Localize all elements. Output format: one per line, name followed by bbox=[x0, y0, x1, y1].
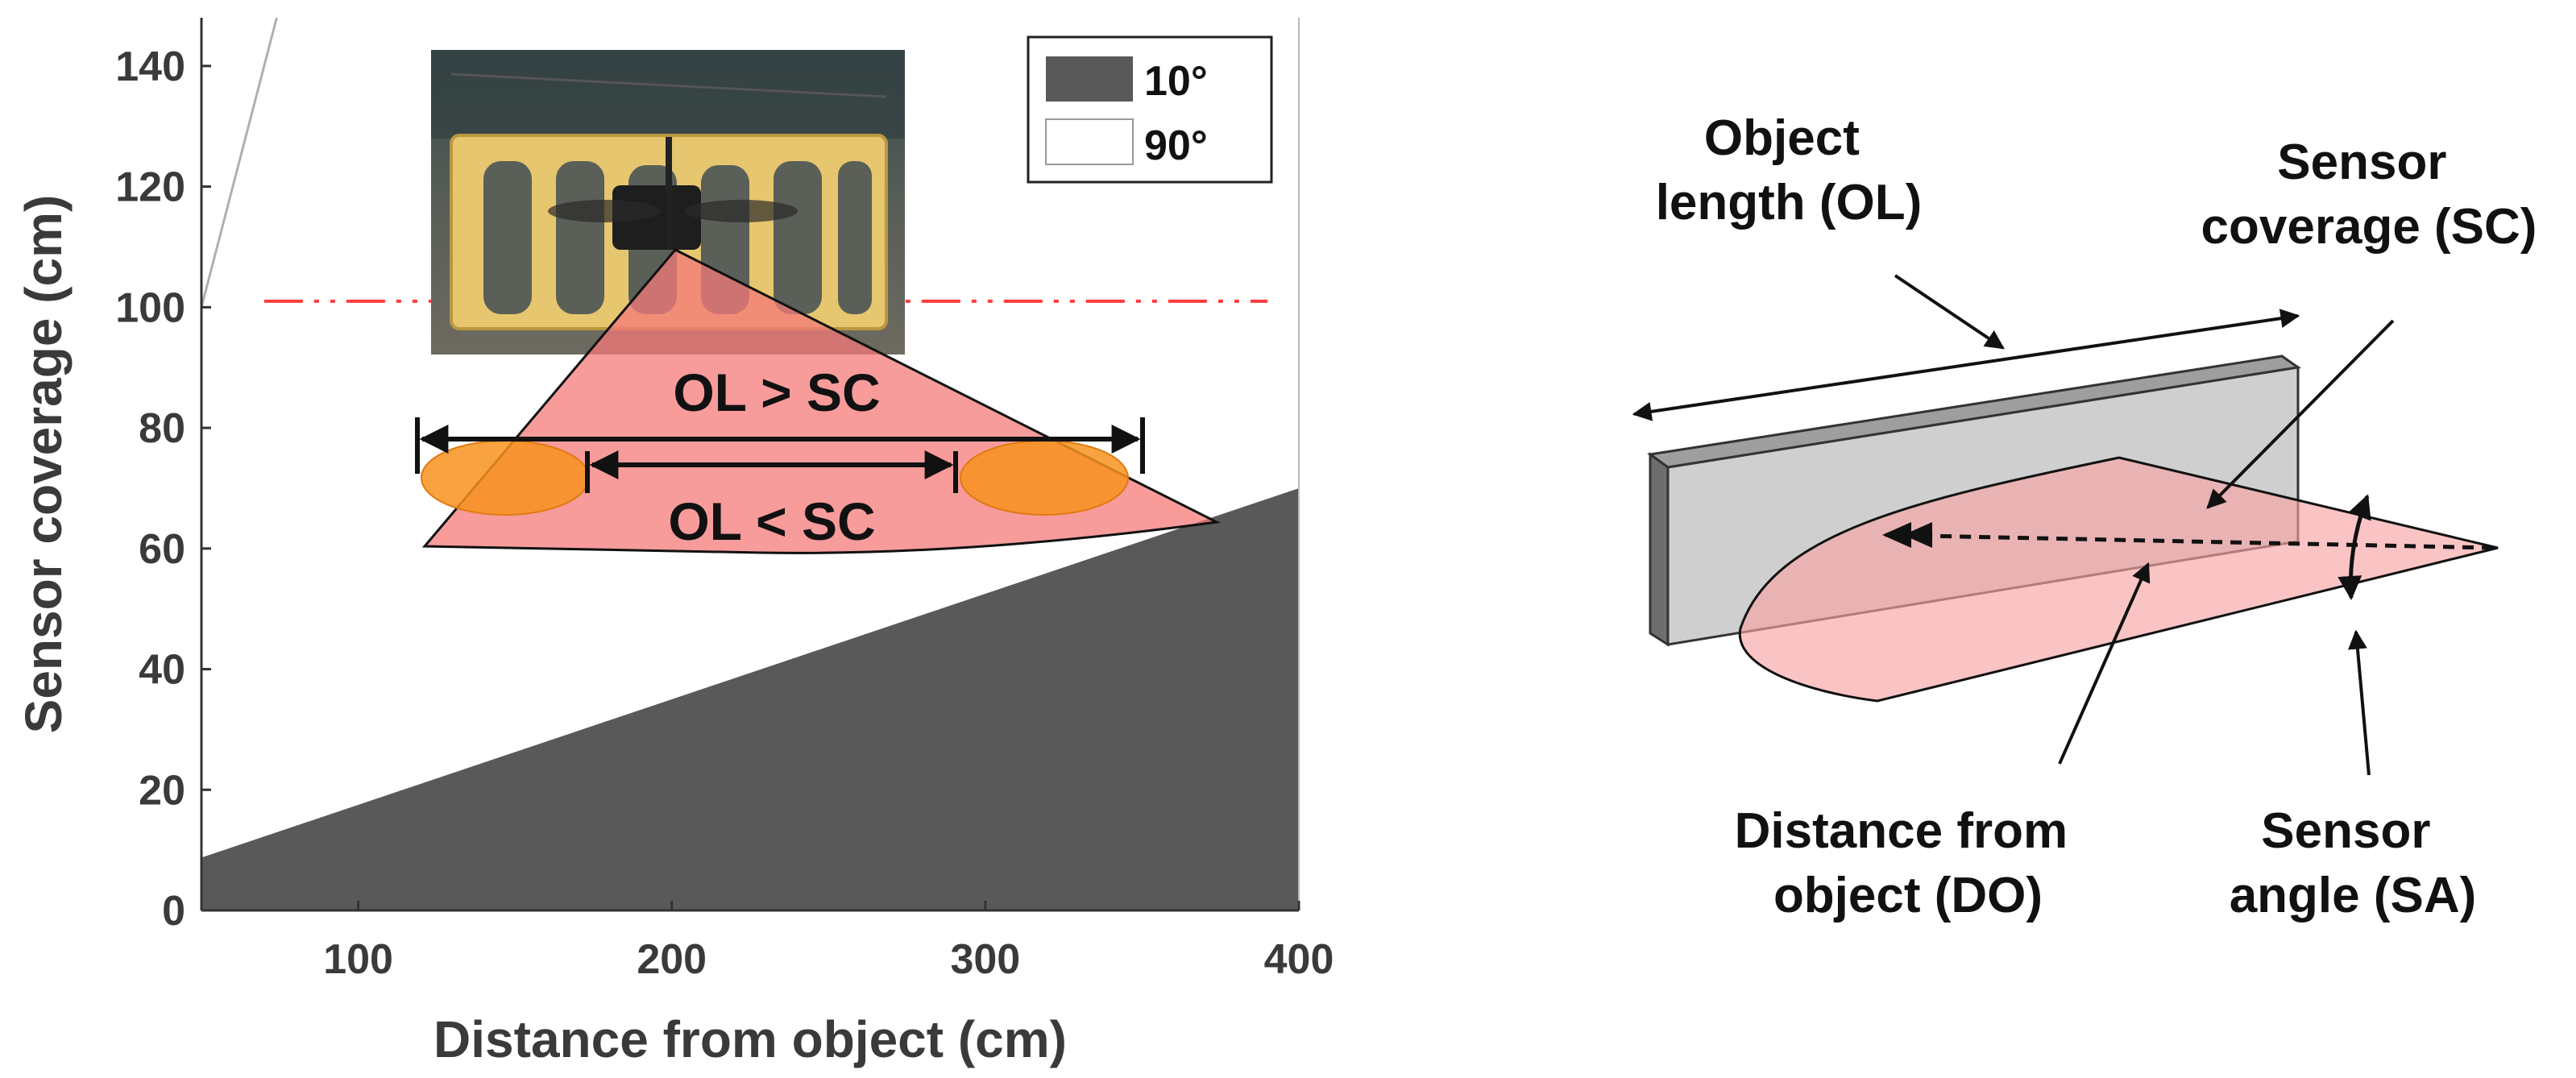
sensor-angle-arc bbox=[2337, 494, 2371, 600]
label-distance-from-object: Distance from object (DO) bbox=[1735, 803, 2082, 923]
legend: 10° 90° bbox=[1027, 35, 1273, 184]
tick-labels: 100 200 300 400 0 20 40 60 80 100 120 140 bbox=[115, 44, 1334, 983]
x-axis-title: Distance from object (cm) bbox=[433, 1010, 1067, 1068]
y-tick-label: 0 bbox=[162, 888, 185, 935]
object-length-pointer bbox=[1894, 274, 2005, 350]
sensor-coverage-pointer bbox=[2206, 319, 2395, 509]
x-tick-label: 400 bbox=[1264, 936, 1334, 983]
y-tick-label: 60 bbox=[139, 526, 185, 573]
y-tick-label: 40 bbox=[139, 647, 185, 694]
sensor-coverage-chart: 100 200 300 400 0 20 40 60 80 100 120 140 Distance … bbox=[15, 18, 1334, 1068]
inset-label-ol-lt-sc: OL < SC bbox=[668, 491, 875, 551]
sensor-geometry-diagram: Object length (OL) Sensor coverage (SC) … bbox=[1632, 110, 2537, 923]
label-object-length: Object length (OL) bbox=[1656, 110, 1923, 230]
area-10deg bbox=[201, 487, 1299, 910]
legend-swatch-10deg bbox=[1046, 56, 1133, 102]
drone-inset: OL > SC OL < SC bbox=[415, 50, 1222, 554]
range-ellipse-left bbox=[421, 440, 590, 516]
range-ellipse-right bbox=[960, 440, 1129, 516]
y-tick-label: 120 bbox=[115, 164, 185, 211]
x-tick-label: 200 bbox=[637, 936, 707, 983]
y-axis-title: Sensor coverage (cm) bbox=[15, 195, 73, 734]
y-tick-label: 140 bbox=[115, 44, 185, 90]
sensor-angle-pointer bbox=[2347, 629, 2371, 776]
label-sensor-angle: Sensor angle (SA) bbox=[2230, 803, 2477, 923]
y-tick-label: 20 bbox=[139, 767, 185, 814]
beam-axis-dashed bbox=[1885, 533, 2494, 550]
object-length-arrow bbox=[1632, 309, 2300, 421]
axes bbox=[200, 18, 1300, 912]
legend-label-10deg: 10° bbox=[1144, 58, 1208, 105]
inset-label-ol-gt-sc: OL > SC bbox=[673, 363, 880, 422]
beam-double-arrowhead bbox=[1882, 522, 1932, 548]
object-wall-side bbox=[1649, 452, 1670, 647]
x-tick-label: 300 bbox=[950, 936, 1020, 983]
distance-pointer bbox=[2058, 562, 2151, 765]
label-sensor-coverage: Sensor coverage (SC) bbox=[2201, 135, 2537, 255]
y-tick-label: 80 bbox=[139, 405, 185, 452]
legend-swatch-90deg bbox=[1045, 118, 1134, 165]
y-tick-label: 100 bbox=[115, 284, 185, 331]
sensor-beam bbox=[1738, 456, 2499, 703]
legend-label-90deg: 90° bbox=[1144, 122, 1208, 169]
x-tick-label: 100 bbox=[323, 936, 393, 983]
